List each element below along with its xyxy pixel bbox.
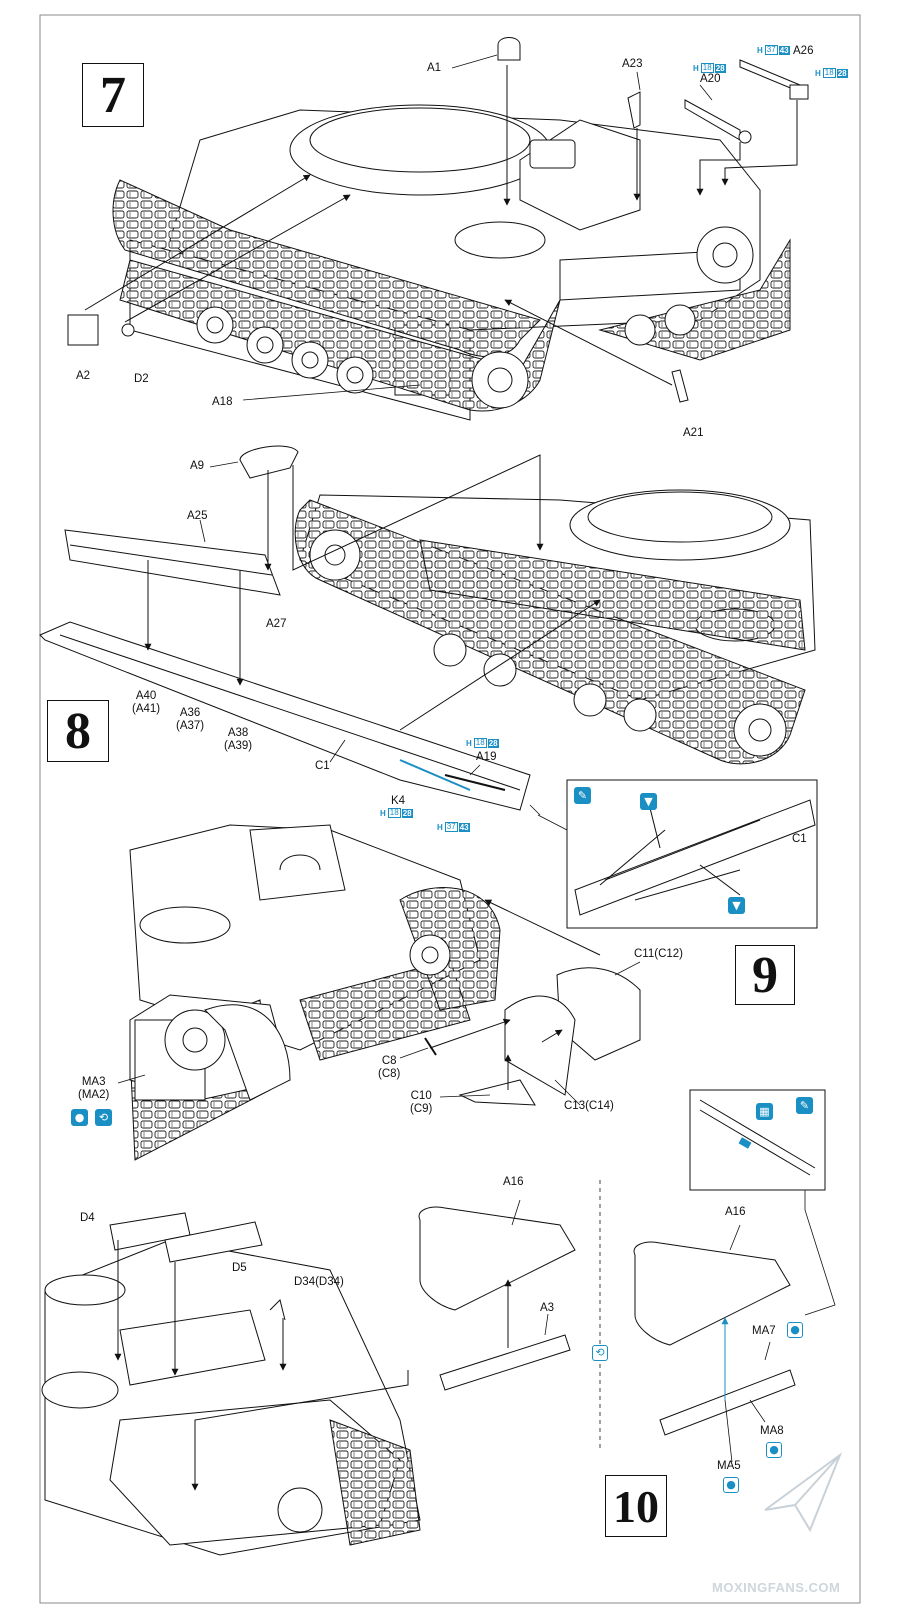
paint-code-filled: 28 — [714, 63, 726, 73]
glue-icon: ▼ — [640, 793, 657, 810]
paint-tag-a19: H 18 28 — [466, 738, 499, 748]
part-label-a20: A20 — [700, 73, 721, 85]
glue-icon: ▼ — [728, 897, 745, 914]
part-label-d34: D34(D34) — [294, 1276, 344, 1288]
part-label-a16-right: A16 — [725, 1206, 746, 1218]
part-label-c8: C8 (C8) — [378, 1055, 400, 1081]
part-label-a9: A9 — [190, 460, 205, 472]
part-label-a25: A25 — [187, 510, 208, 522]
paint-code: 18 — [387, 808, 401, 818]
paint-code-filled: 28 — [836, 68, 848, 78]
paint-code-filled: 28 — [487, 738, 499, 748]
part-label-a36-main: A36 — [179, 707, 201, 719]
part-label-a37: (A37) — [176, 720, 205, 732]
paint-tag-a26-b: H 18 28 — [815, 68, 848, 78]
paint-code-filled: 28 — [401, 808, 413, 818]
watermark-logo — [764, 1452, 843, 1533]
part-label-a16-left: A16 — [503, 1176, 524, 1188]
part-label-c8-alt: (C8) — [378, 1068, 401, 1080]
part-label-a41: (A41) — [132, 703, 161, 715]
paint-tag-a20: H 18 28 — [693, 63, 726, 73]
part-label-a23: A23 — [622, 58, 643, 70]
part-label-k4: K4 — [391, 795, 406, 807]
step10-drawing — [41, 1089, 836, 1556]
part-label-ma3: MA3 (MA2) — [78, 1076, 109, 1102]
part-label-a40-main: A40 — [135, 690, 157, 702]
part-label-a36: A36 (A37) — [176, 707, 204, 733]
part-label-a3: A3 — [540, 1302, 555, 1314]
cement-drop-icon: ● — [766, 1442, 782, 1458]
paint-brand: H — [466, 738, 472, 748]
cement-drop-icon: ● — [787, 1322, 803, 1338]
paint-code: 18 — [473, 738, 487, 748]
paint-code: 37 — [444, 822, 458, 832]
stripe-paint-icon: ▦ — [756, 1103, 773, 1120]
part-label-c11: C11(C12) — [634, 948, 683, 960]
paint-tag-k4: H 18 28 — [380, 808, 413, 818]
paint-tag-k4-b: H 37 43 — [437, 822, 470, 832]
paint-code-filled: 43 — [458, 822, 470, 832]
paint-brand: H — [693, 63, 699, 73]
step8-drawing — [39, 445, 816, 811]
step7-drawing — [67, 37, 809, 421]
paint-brand: H — [815, 68, 821, 78]
part-label-a18: A18 — [212, 396, 233, 408]
step-9-number: 9 — [735, 945, 795, 1005]
part-label-a26: A26 — [793, 45, 814, 57]
paint-code: 18 — [700, 63, 714, 73]
step-8-number: 8 — [47, 700, 109, 762]
part-label-a21: A21 — [683, 427, 704, 439]
part-label-d4: D4 — [80, 1212, 95, 1224]
swap-icon: ⟲ — [95, 1109, 112, 1126]
watermark-text: MOXINGFANS.COM — [712, 1580, 841, 1595]
part-label-a38-main: A38 — [227, 727, 249, 739]
part-label-ma8: MA8 — [760, 1425, 784, 1437]
part-label-a39: (A39) — [224, 740, 253, 752]
part-label-a40: A40 (A41) — [132, 690, 160, 716]
brush-icon: ✎ — [796, 1097, 813, 1114]
cement-drop-icon: ● — [71, 1109, 88, 1126]
part-label-a2: A2 — [76, 370, 91, 382]
part-label-a38: A38 (A39) — [224, 727, 252, 753]
part-label-c10: C10 (C9) — [410, 1090, 432, 1116]
part-label-a19: A19 — [476, 751, 497, 763]
part-label-c10-main: C10 — [410, 1090, 432, 1102]
paint-code-filled: 43 — [778, 45, 790, 55]
step9-drawing — [117, 824, 641, 1161]
paint-code: 18 — [822, 68, 836, 78]
step-10-number: 10 — [605, 1475, 667, 1537]
part-label-ma7: MA7 — [752, 1325, 776, 1337]
paint-code: 37 — [764, 45, 778, 55]
part-label-c13: C13(C14) — [564, 1100, 614, 1112]
part-label-ma5: MA5 — [717, 1460, 741, 1472]
part-label-a27: A27 — [266, 618, 287, 630]
paint-brand: H — [437, 822, 443, 832]
part-label-ma2: (MA2) — [78, 1089, 110, 1101]
part-label-a1: A1 — [427, 62, 442, 74]
swap-icon: ⟲ — [592, 1345, 608, 1361]
detail-box-c1 — [529, 779, 818, 929]
part-label-c9: (C9) — [410, 1103, 433, 1115]
step-7-number: 7 — [82, 63, 144, 127]
cement-drop-icon: ● — [723, 1477, 739, 1493]
part-label-d2: D2 — [134, 373, 149, 385]
paint-brand: H — [380, 808, 386, 818]
paint-tag-a26: H 37 43 — [757, 45, 790, 55]
part-label-d5: D5 — [232, 1262, 247, 1274]
part-label-c8-main: C8 — [381, 1055, 397, 1067]
brush-icon: ✎ — [574, 787, 591, 804]
part-label-ma3-main: MA3 — [81, 1076, 106, 1088]
paint-brand: H — [757, 45, 763, 55]
part-label-c1: C1 — [315, 760, 330, 772]
part-label-c1-detail: C1 — [792, 833, 807, 845]
